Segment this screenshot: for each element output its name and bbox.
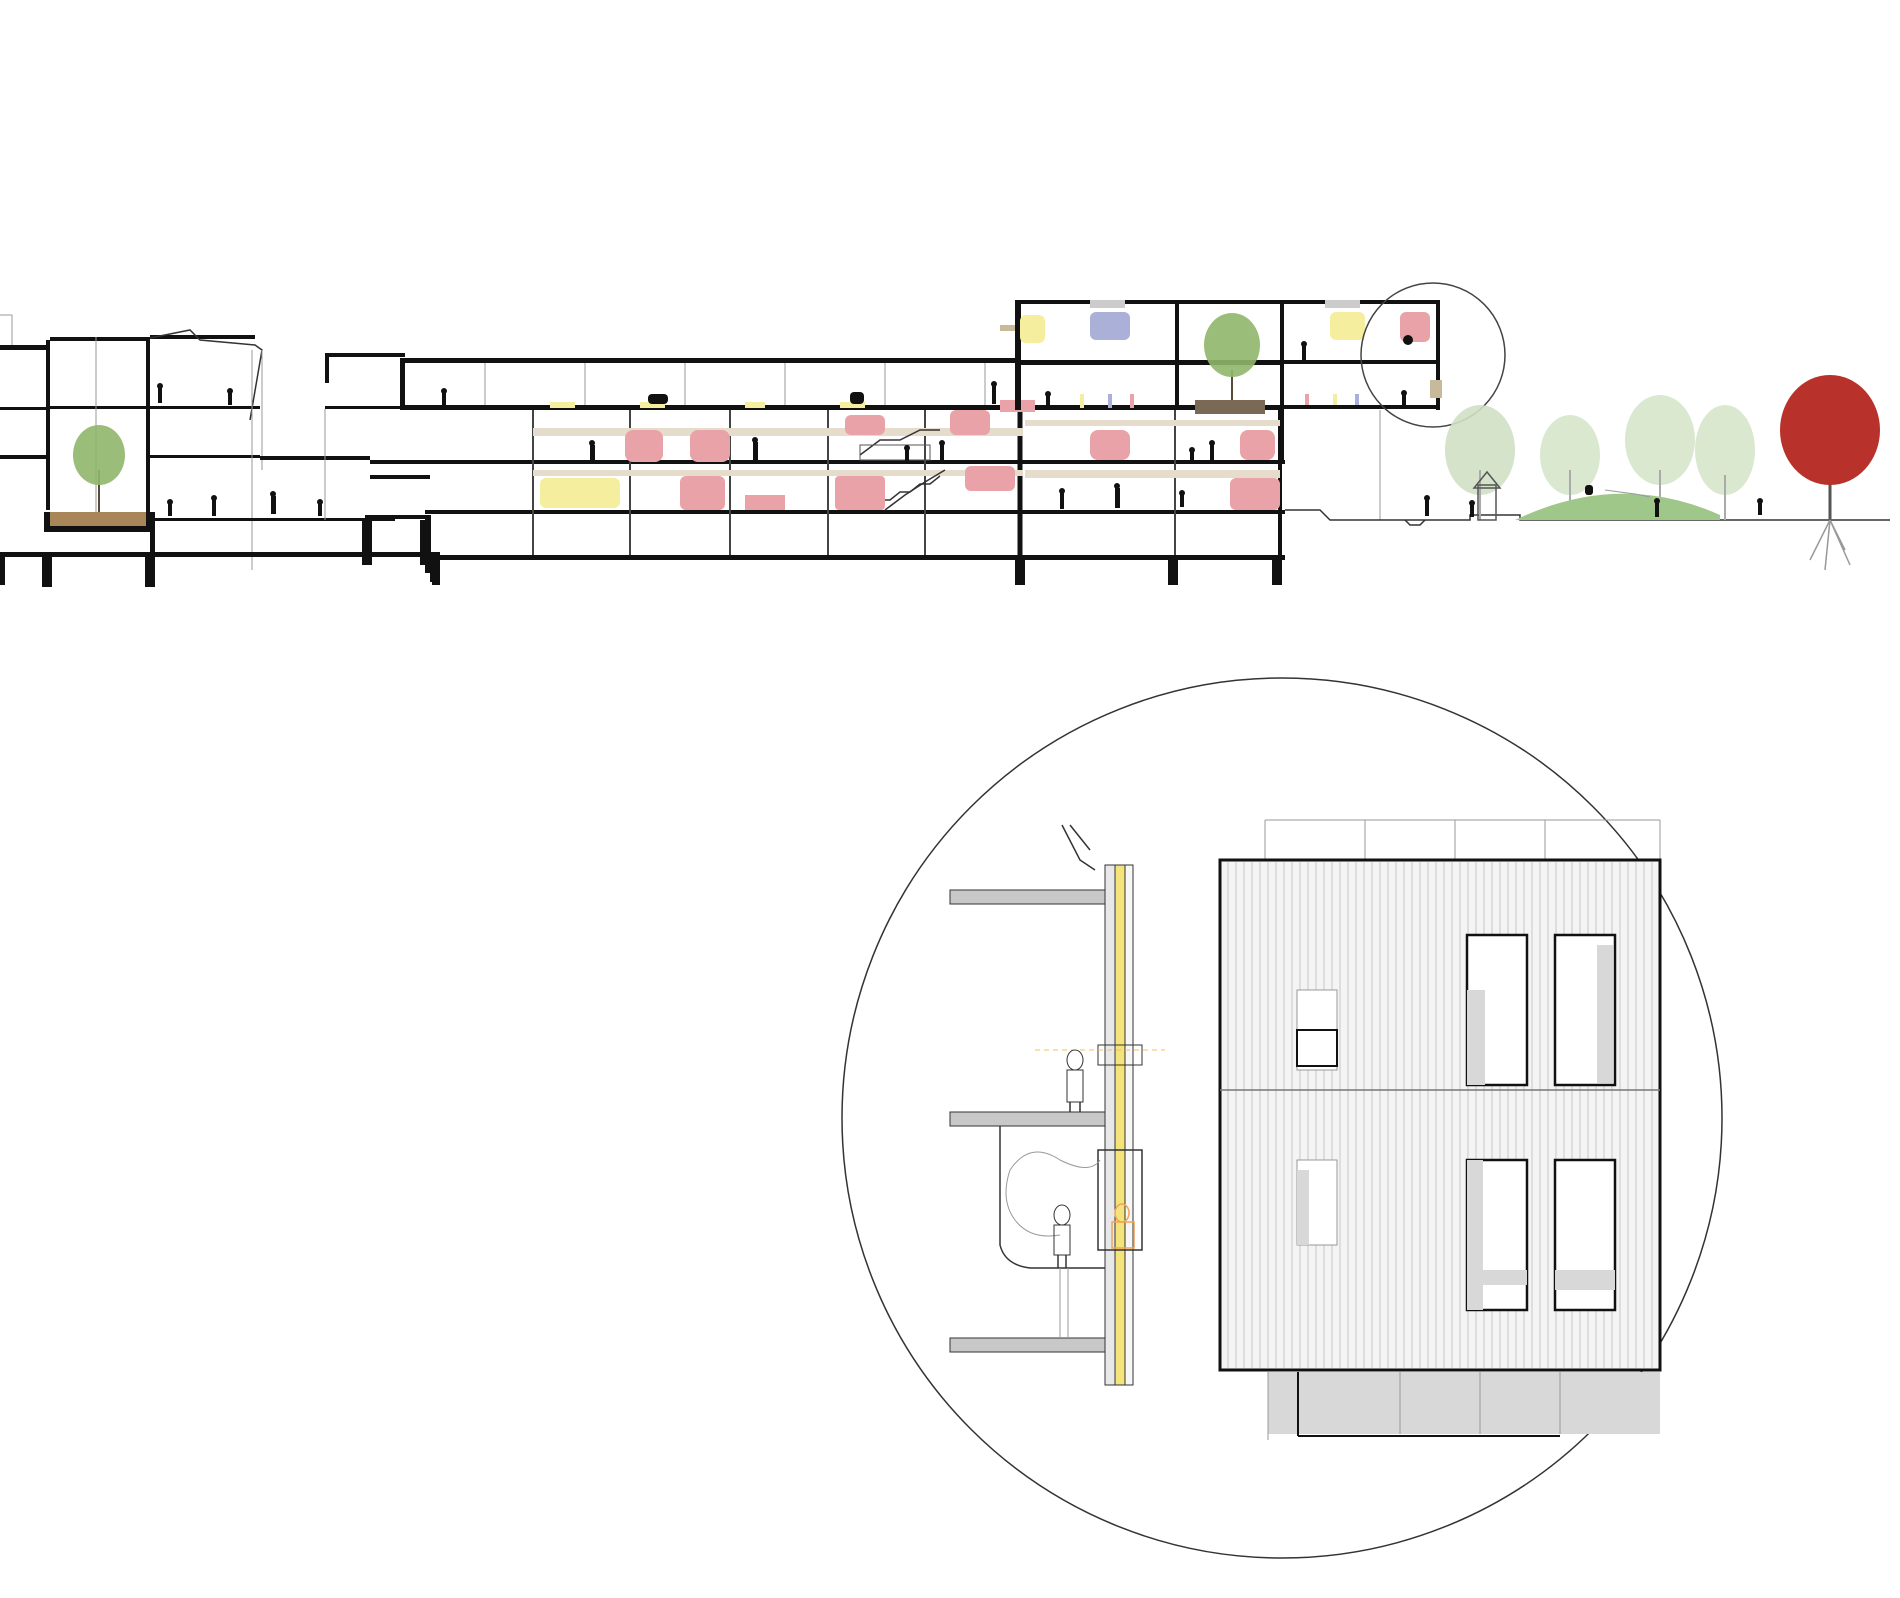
wall-section [949, 824, 1165, 1386]
detail-view [841, 677, 1723, 1559]
main-block [400, 358, 1359, 585]
upper-block [1000, 300, 1890, 526]
playground-tower [1472, 470, 1502, 521]
detail-callout-circle [1360, 282, 1506, 428]
roof-terrace-tree [1204, 313, 1260, 400]
detail-people [1053, 1049, 1135, 1268]
ground-floor-band [1268, 1372, 1660, 1434]
building-section [0, 282, 1890, 587]
window [1296, 1029, 1338, 1067]
facade-elevation [1218, 819, 1662, 1440]
people [157, 335, 1763, 517]
column-grid [484, 363, 1282, 555]
park-trees [1445, 395, 1755, 520]
green-mound [1515, 489, 1720, 520]
left-block [0, 314, 440, 587]
red-maple-tree [1780, 375, 1880, 571]
detail-circle [841, 677, 1723, 1559]
courtyard-tree [73, 425, 125, 512]
